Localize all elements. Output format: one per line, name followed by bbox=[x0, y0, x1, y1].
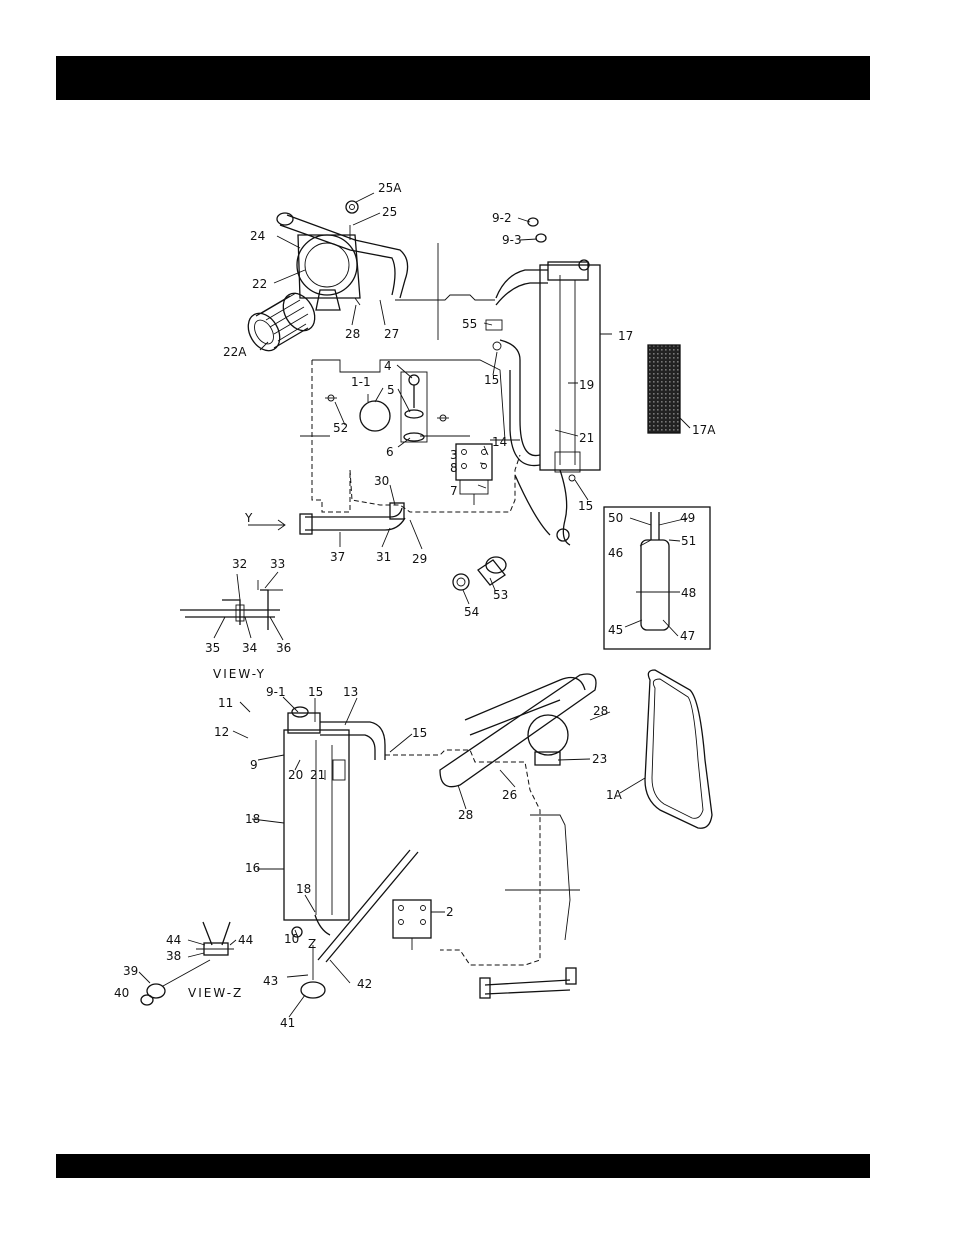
label-15-lower-a: 15 bbox=[308, 685, 323, 699]
label-7: 7 bbox=[450, 484, 458, 498]
view-y-detail bbox=[180, 580, 283, 630]
label-9-1: 9-1 bbox=[266, 685, 286, 699]
label-14: 14 bbox=[492, 435, 507, 449]
view-y-pipe bbox=[248, 503, 405, 534]
label-19: 19 bbox=[579, 378, 594, 392]
label-9: 9 bbox=[250, 758, 258, 772]
label-46: 46 bbox=[608, 546, 623, 560]
label-33: 33 bbox=[270, 557, 285, 571]
label-36: 36 bbox=[276, 641, 291, 655]
label-55: 55 bbox=[462, 317, 477, 331]
label-31: 31 bbox=[376, 550, 391, 564]
fan-belt bbox=[645, 670, 712, 828]
label-44-right: 44 bbox=[238, 933, 253, 947]
lower-bracket bbox=[393, 900, 431, 950]
label-15-upper-a: 15 bbox=[484, 373, 499, 387]
label-21-upper: 21 bbox=[579, 431, 594, 445]
label-11: 11 bbox=[218, 696, 233, 710]
label-28-lower: 28 bbox=[458, 808, 473, 822]
label-44-left: 44 bbox=[166, 933, 181, 947]
label-28-upper: 28 bbox=[345, 327, 360, 341]
label-9-2: 9-2 bbox=[492, 211, 512, 225]
label-15-upper-b: 15 bbox=[578, 499, 593, 513]
lower-hoses bbox=[301, 850, 576, 998]
label-45: 45 bbox=[608, 623, 623, 637]
label-35: 35 bbox=[205, 641, 220, 655]
label-48: 48 bbox=[681, 586, 696, 600]
label-22: 22 bbox=[252, 277, 267, 291]
label-3: 3 bbox=[450, 448, 458, 462]
leader-lines bbox=[139, 193, 690, 1017]
lower-air-cleaner bbox=[440, 674, 596, 787]
label-10: 10 bbox=[284, 932, 299, 946]
label-54: 54 bbox=[464, 605, 479, 619]
label-27: 27 bbox=[384, 327, 399, 341]
label-9-3: 9-3 bbox=[502, 233, 522, 247]
label-30: 30 bbox=[374, 474, 389, 488]
label-42: 42 bbox=[357, 977, 372, 991]
label-26: 26 bbox=[502, 788, 517, 802]
label-51: 51 bbox=[681, 534, 696, 548]
label-18-a: 18 bbox=[245, 812, 260, 826]
label-21-lower: 21 bbox=[310, 768, 325, 782]
label-40: 40 bbox=[114, 986, 129, 1000]
label-Y: Y bbox=[244, 511, 253, 525]
label-17: 17 bbox=[618, 329, 633, 343]
view-z-caption: VIEW-Z bbox=[188, 986, 243, 1000]
label-43: 43 bbox=[263, 974, 278, 988]
label-22A: 22A bbox=[223, 345, 247, 359]
label-52: 52 bbox=[333, 421, 348, 435]
label-37: 37 bbox=[330, 550, 345, 564]
label-50: 50 bbox=[608, 511, 623, 525]
label-25: 25 bbox=[382, 205, 397, 219]
label-23: 23 bbox=[592, 752, 607, 766]
label-34: 34 bbox=[242, 641, 257, 655]
label-53: 53 bbox=[493, 588, 508, 602]
label-18-b: 18 bbox=[296, 882, 311, 896]
label-49: 49 bbox=[680, 511, 695, 525]
label-Z: Z bbox=[308, 937, 316, 951]
label-28-right: 28 bbox=[593, 704, 608, 718]
footer-bar bbox=[56, 1154, 870, 1178]
label-16: 16 bbox=[245, 861, 260, 875]
label-25A: 25A bbox=[378, 181, 402, 195]
upper-bracket bbox=[456, 444, 492, 505]
label-41: 41 bbox=[280, 1016, 295, 1030]
lower-engine-outline bbox=[385, 750, 580, 965]
label-1-1: 1-1 bbox=[351, 375, 371, 389]
radiator-screen bbox=[648, 345, 680, 433]
sensor-parts bbox=[453, 557, 506, 590]
label-32: 32 bbox=[232, 557, 247, 571]
label-2: 2 bbox=[446, 905, 454, 919]
label-5: 5 bbox=[387, 383, 395, 397]
label-15-lower-b: 15 bbox=[412, 726, 427, 740]
label-47: 47 bbox=[680, 629, 695, 643]
label-1A: 1A bbox=[606, 788, 623, 802]
label-17A: 17A bbox=[692, 423, 716, 437]
label-24: 24 bbox=[250, 229, 265, 243]
label-12: 12 bbox=[214, 725, 229, 739]
label-29: 29 bbox=[412, 552, 427, 566]
label-39: 39 bbox=[123, 964, 138, 978]
label-38: 38 bbox=[166, 949, 181, 963]
label-6: 6 bbox=[386, 445, 394, 459]
radiator-lower bbox=[284, 707, 385, 937]
label-20: 20 bbox=[288, 768, 303, 782]
label-13: 13 bbox=[343, 685, 358, 699]
view-y-caption: VIEW-Y bbox=[213, 667, 266, 681]
label-8: 8 bbox=[450, 461, 458, 475]
label-4: 4 bbox=[384, 359, 392, 373]
